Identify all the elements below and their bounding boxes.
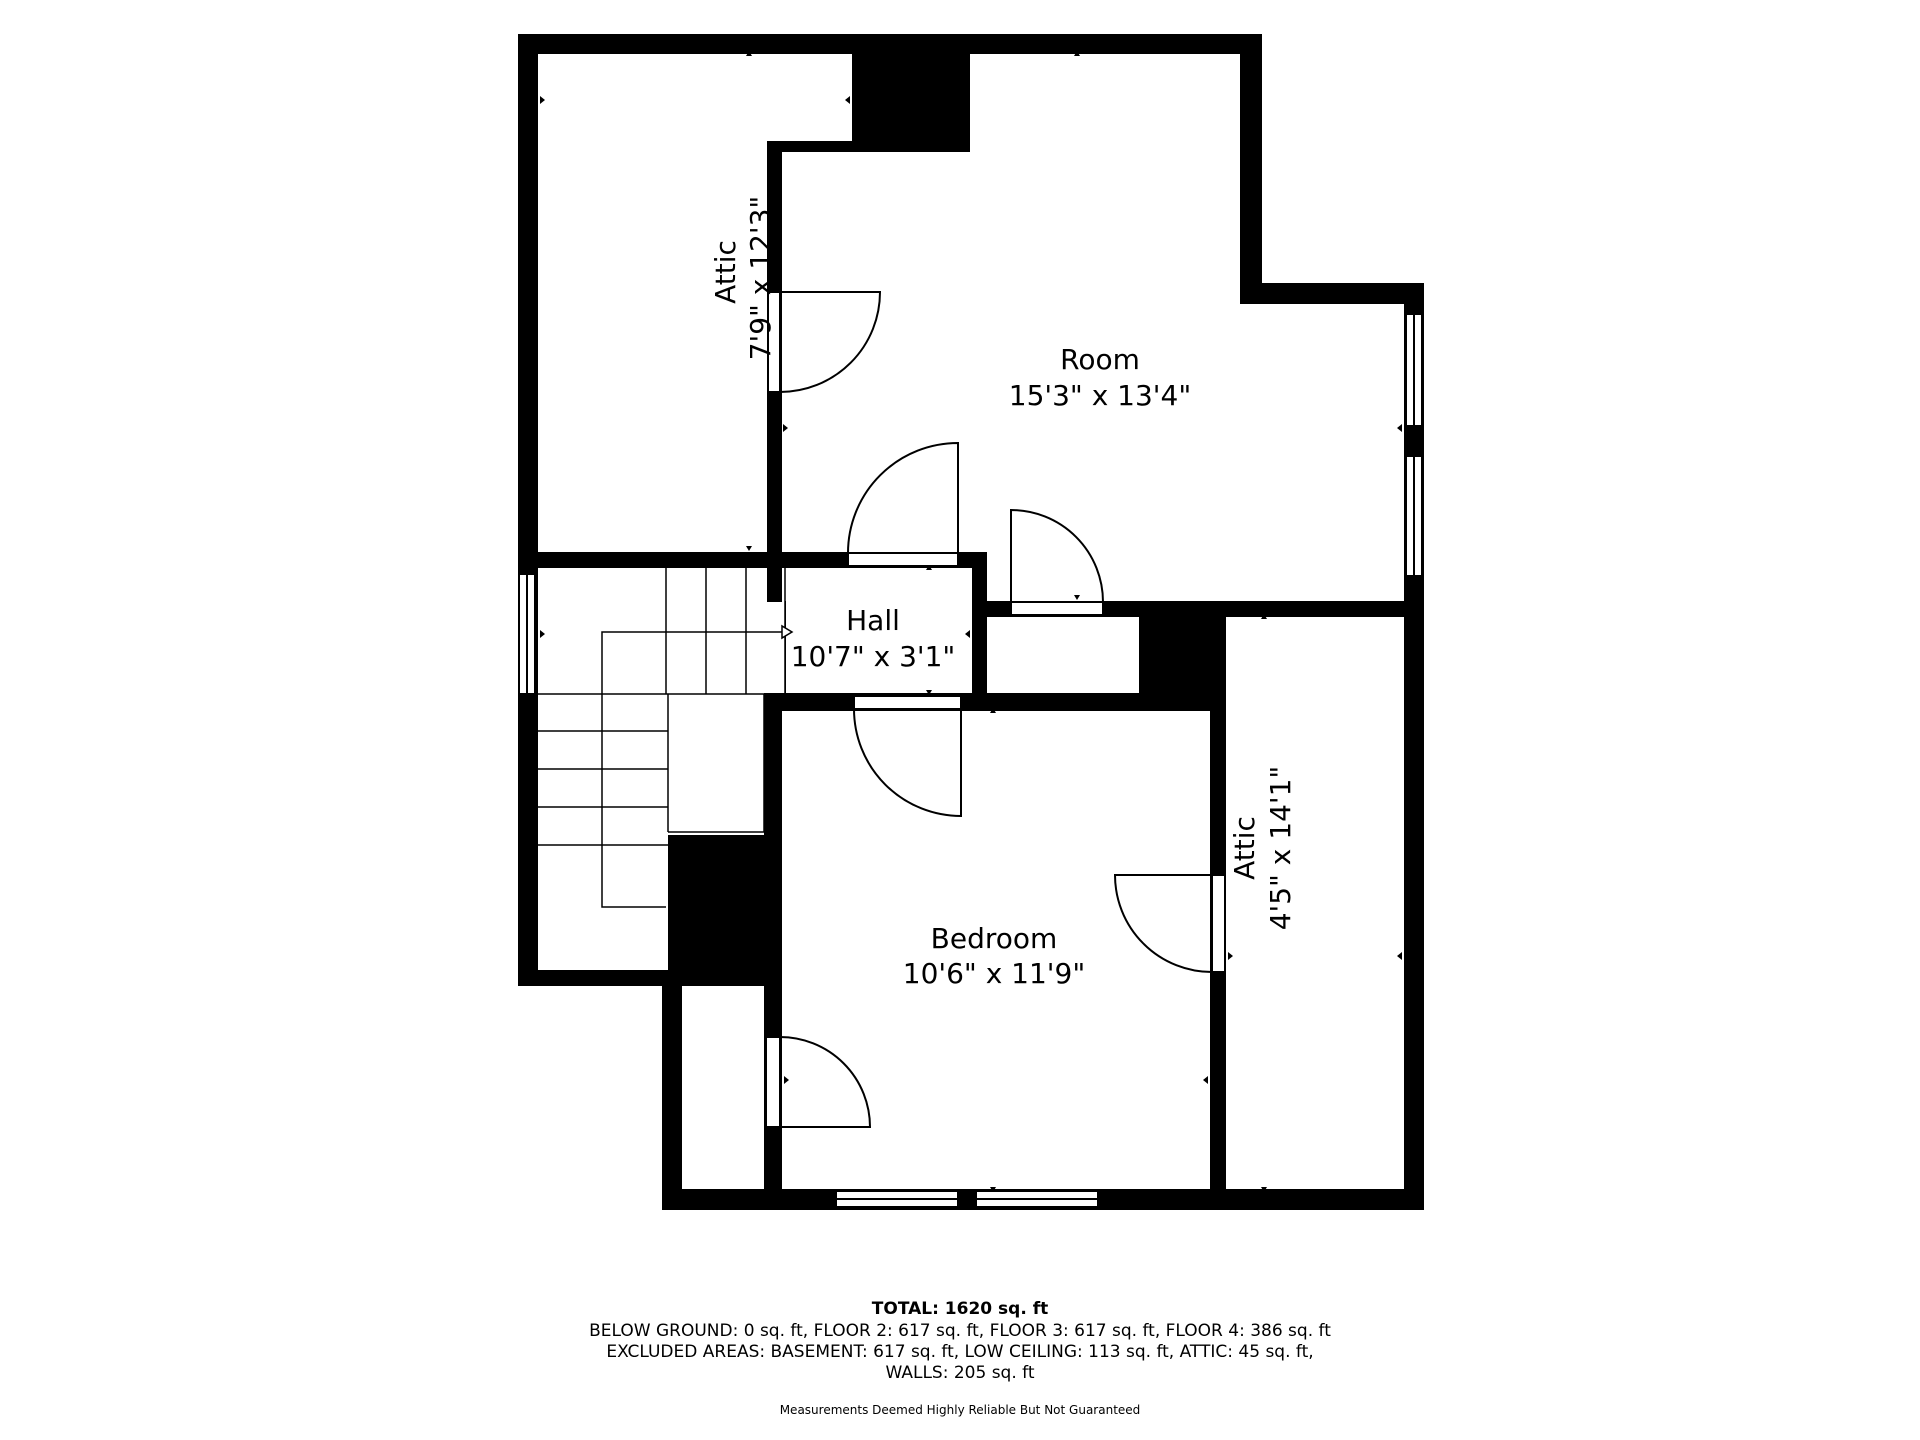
area-breakdown-line-2: EXCLUDED AREAS: BASEMENT: 617 sq. ft, LO… <box>606 1342 1314 1362</box>
stairs <box>538 568 794 908</box>
door-bedroom-closet <box>765 1036 872 1128</box>
attic-right-floor <box>1226 617 1404 1189</box>
window-stair-left <box>518 573 536 695</box>
attic-top-name: Attic <box>709 240 742 304</box>
window-bedroom-bottom-1 <box>835 1190 959 1208</box>
disclaimer: Measurements Deemed Highly Reliable But … <box>779 1403 1141 1417</box>
small-closet-floor <box>682 985 764 1189</box>
window-room-right-1 <box>1405 313 1423 427</box>
attic-top-floor <box>538 54 852 552</box>
wall-hall-bottom <box>767 693 1226 711</box>
hall-floor <box>786 568 972 693</box>
door-bedroom-attic <box>1113 874 1226 973</box>
chimney-top <box>852 34 970 152</box>
bedroom-dims: 10'6" x 11'9" <box>903 957 1085 990</box>
door-hall-bedroom <box>853 695 962 818</box>
measurement-markers <box>540 51 1402 1192</box>
window-bedroom-bottom-2 <box>975 1190 1099 1208</box>
area-breakdown-line-3: WALLS: 205 sq. ft <box>885 1363 1035 1383</box>
area-breakdown-line-1: BELOW GROUND: 0 sq. ft, FLOOR 2: 617 sq.… <box>589 1321 1331 1341</box>
room-labels: Attic 7'9" x 12'3" Room 15'3" x 13'4" Ha… <box>709 196 1297 990</box>
bedroom-floor <box>782 711 1210 1189</box>
room-name: Room <box>1060 343 1140 376</box>
hall-dims: 10'7" x 3'1" <box>791 640 956 673</box>
wall-hall-right <box>972 552 987 693</box>
wall-stair-bottom <box>518 970 782 986</box>
window-room-right-2 <box>1405 455 1423 577</box>
doors <box>765 291 1226 1128</box>
bedroom-name: Bedroom <box>931 922 1058 955</box>
hall-name: Hall <box>846 604 900 637</box>
stair-direction-line <box>601 631 782 908</box>
room-dims: 15'3" x 13'4" <box>1009 379 1191 412</box>
floor-plan: Attic 7'9" x 12'3" Room 15'3" x 13'4" Ha… <box>518 34 1424 1210</box>
floor-areas <box>538 54 1404 1189</box>
room-floor <box>782 54 1404 601</box>
attic-top-dims: 7'9" x 12'3" <box>744 196 777 361</box>
windows <box>518 313 1423 1208</box>
closet-floor <box>987 617 1139 694</box>
attic-right-name: Attic <box>1228 816 1261 880</box>
stair-arrow-icon <box>781 624 794 640</box>
door-hall-room <box>847 441 959 567</box>
door-closet-room <box>1010 508 1104 616</box>
chimney-lower <box>668 835 782 985</box>
door-attic-room <box>767 291 882 393</box>
total-area: TOTAL: 1620 sq. ft <box>871 1299 1049 1319</box>
attic-right-dims: 4'5" x 14'1" <box>1264 766 1297 931</box>
